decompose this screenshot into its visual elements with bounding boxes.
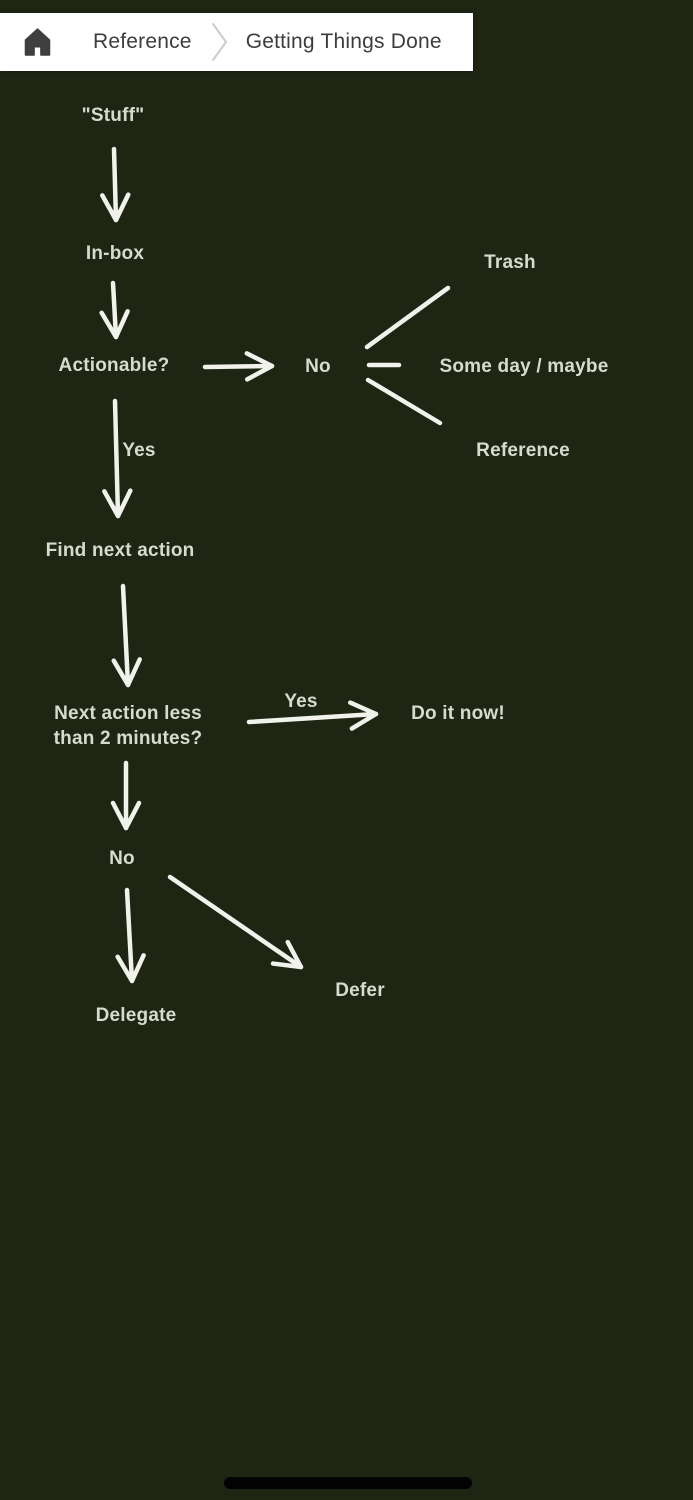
- edge-label-yes-two-minutes: Yes: [284, 691, 318, 712]
- chevron-right-icon: [211, 23, 227, 61]
- node-trash: Trash: [484, 252, 536, 273]
- node-someday: Some day / maybe: [439, 356, 609, 377]
- node-stuff: "Stuff": [81, 105, 145, 126]
- home-button[interactable]: [24, 27, 51, 57]
- home-icon: [24, 28, 51, 56]
- arrow-no-to-delegate: [115, 887, 146, 984]
- node-actionable: Actionable?: [58, 355, 170, 376]
- arrow-yes-to-do-it-now: [246, 700, 379, 731]
- edge-label-yes-actionable: Yes: [122, 440, 156, 461]
- node-two-minute-question: Next action less than 2 minutes?: [54, 701, 203, 751]
- arrow-yes-to-find-next-action: [102, 398, 133, 519]
- node-defer: Defer: [335, 980, 385, 1001]
- node-delegate: Delegate: [95, 1005, 177, 1026]
- breadcrumb-item-reference[interactable]: Reference: [93, 30, 192, 53]
- arrow-find-next-to-question: [111, 583, 142, 688]
- node-reference: Reference: [476, 440, 570, 461]
- node-no-branch: No: [305, 356, 331, 377]
- node-find-next-action: Find next action: [45, 540, 195, 561]
- arrow-inbox-to-actionable: [99, 280, 130, 340]
- branch-no-to-trash: [364, 285, 451, 350]
- node-do-it-now: Do it now!: [411, 703, 505, 724]
- node-no-two-minutes: No: [109, 848, 135, 869]
- question-line-2: than 2 minutes?: [53, 728, 203, 749]
- arrow-stuff-to-inbox: [100, 146, 131, 223]
- question-line-1: Next action less: [54, 703, 202, 724]
- arrow-actionable-to-no: [202, 351, 275, 382]
- node-inbox: In-box: [85, 243, 145, 264]
- breadcrumb-item-current: Getting Things Done: [245, 30, 442, 53]
- breadcrumb: Reference Getting Things Done: [0, 13, 473, 71]
- home-indicator[interactable]: [224, 1477, 472, 1489]
- arrow-no-to-defer: [167, 874, 304, 970]
- branch-no-to-reference: [365, 377, 443, 426]
